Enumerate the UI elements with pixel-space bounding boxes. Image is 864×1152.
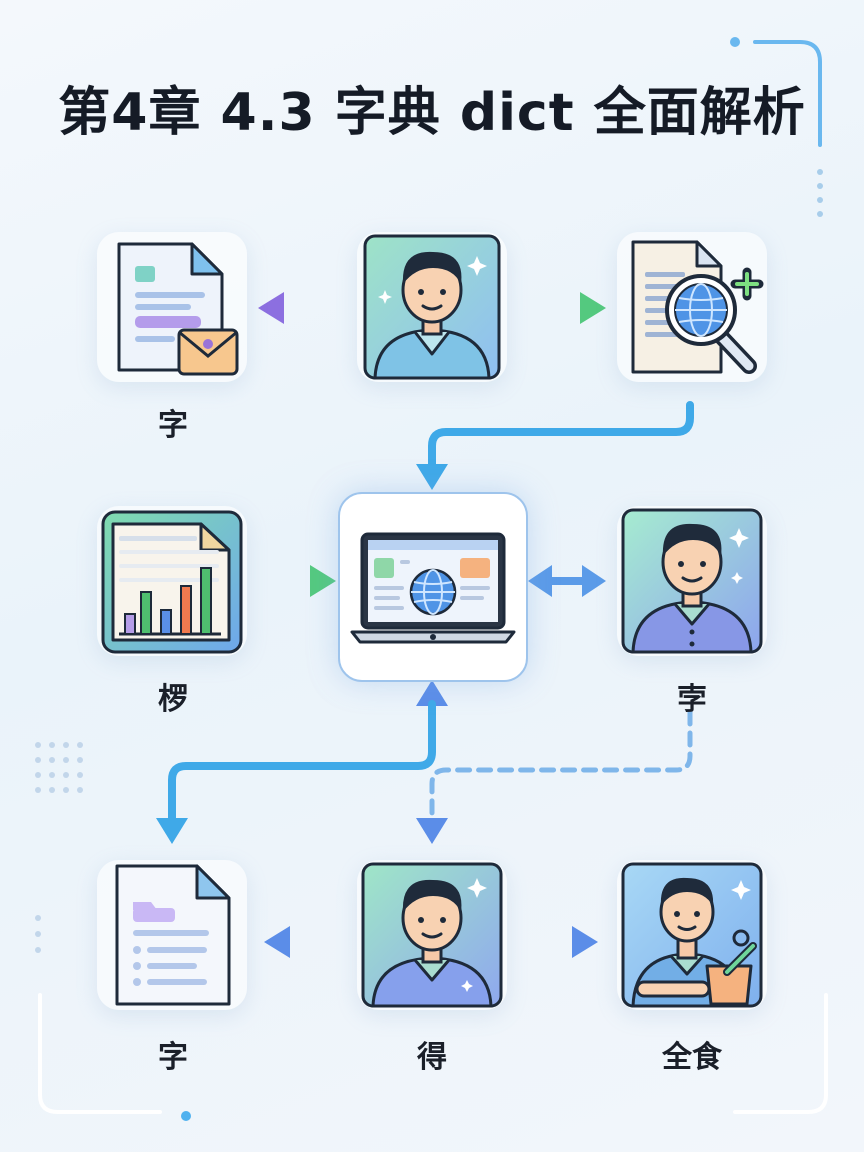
page-title: 第4章 4.3 字典 dict 全面解析 — [58, 83, 806, 143]
label-mid-left: 椤 — [158, 682, 188, 717]
arrow-top-center-to-left — [258, 292, 342, 324]
node-center[interactable] — [338, 492, 528, 682]
arrow-bottom-center-to-right — [522, 926, 598, 958]
document-search-globe-icon — [631, 240, 764, 374]
label-bottom-left: 字 — [158, 1040, 188, 1075]
arrow-center-mid-right-bidirectional — [528, 565, 606, 597]
bar-chart-document-icon — [101, 510, 243, 654]
node-bottom-right[interactable] — [617, 860, 767, 1010]
person-avatar-icon — [361, 862, 503, 1008]
arrow-mid-right-to-bottom-center-dashed — [416, 709, 693, 844]
node-bottom-left[interactable] — [97, 860, 247, 1010]
document-envelope-icon — [117, 242, 239, 376]
laptop-globe-icon — [350, 532, 516, 644]
arrow-top-right-to-center — [416, 401, 694, 490]
label-bottom-center: 得 — [417, 1040, 447, 1075]
arrow-mid-left-to-center — [261, 565, 336, 597]
node-mid-right[interactable] — [617, 506, 767, 656]
node-top-right[interactable] — [617, 232, 767, 382]
label-top-left: 字 — [158, 408, 188, 443]
person-with-box-icon — [621, 862, 763, 1008]
node-top-left[interactable] — [97, 232, 247, 382]
arrow-bottom-left-to-center — [156, 680, 448, 844]
node-top-center[interactable] — [357, 232, 507, 382]
arrow-bottom-center-to-left — [264, 926, 340, 958]
arrow-top-center-to-right — [520, 292, 606, 324]
node-bottom-center[interactable] — [357, 860, 507, 1010]
document-icon — [115, 864, 231, 1006]
label-bottom-right: 全食 — [662, 1040, 722, 1075]
label-mid-right: 孛 — [677, 682, 707, 717]
person-avatar-icon — [621, 508, 763, 654]
decorative-frame — [35, 37, 828, 1121]
node-mid-left[interactable] — [97, 506, 247, 656]
person-avatar-icon — [363, 234, 501, 380]
